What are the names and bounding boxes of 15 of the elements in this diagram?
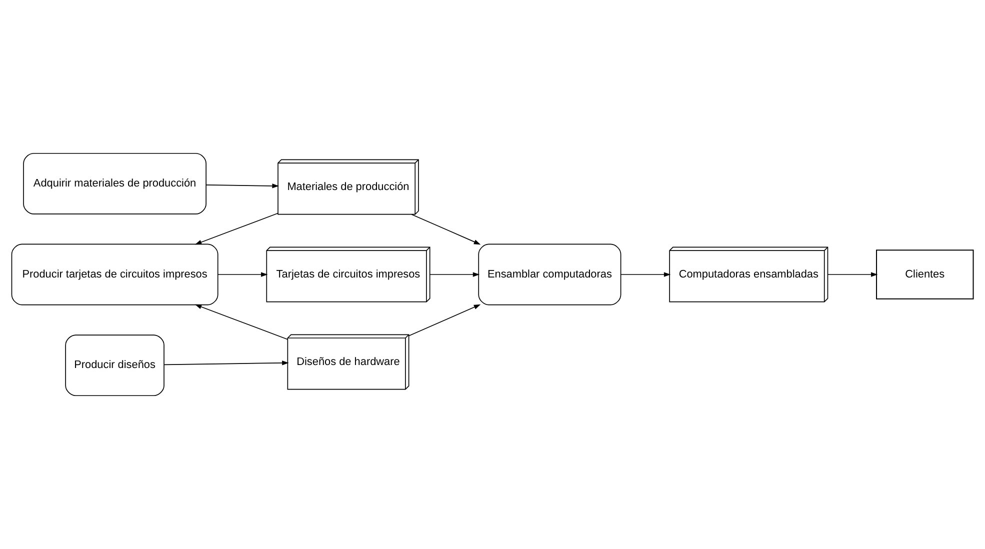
node-box: Producir diseños xyxy=(65,334,164,396)
arrow xyxy=(218,272,268,277)
arrow xyxy=(408,304,481,336)
node-box: Adquirir materiales de producción xyxy=(23,152,206,214)
arrow xyxy=(411,214,481,245)
arrow xyxy=(194,212,278,245)
node-box: Producir tarjetas de circuitos impresos xyxy=(11,244,218,306)
node-box: Clientes xyxy=(876,250,974,300)
arrow xyxy=(827,272,878,277)
arrow xyxy=(164,360,289,366)
arrow xyxy=(430,272,480,277)
arrow xyxy=(620,272,671,277)
arrow xyxy=(194,304,288,340)
node-box: Ensamblar computadoras xyxy=(478,244,622,306)
arrow xyxy=(206,184,279,188)
